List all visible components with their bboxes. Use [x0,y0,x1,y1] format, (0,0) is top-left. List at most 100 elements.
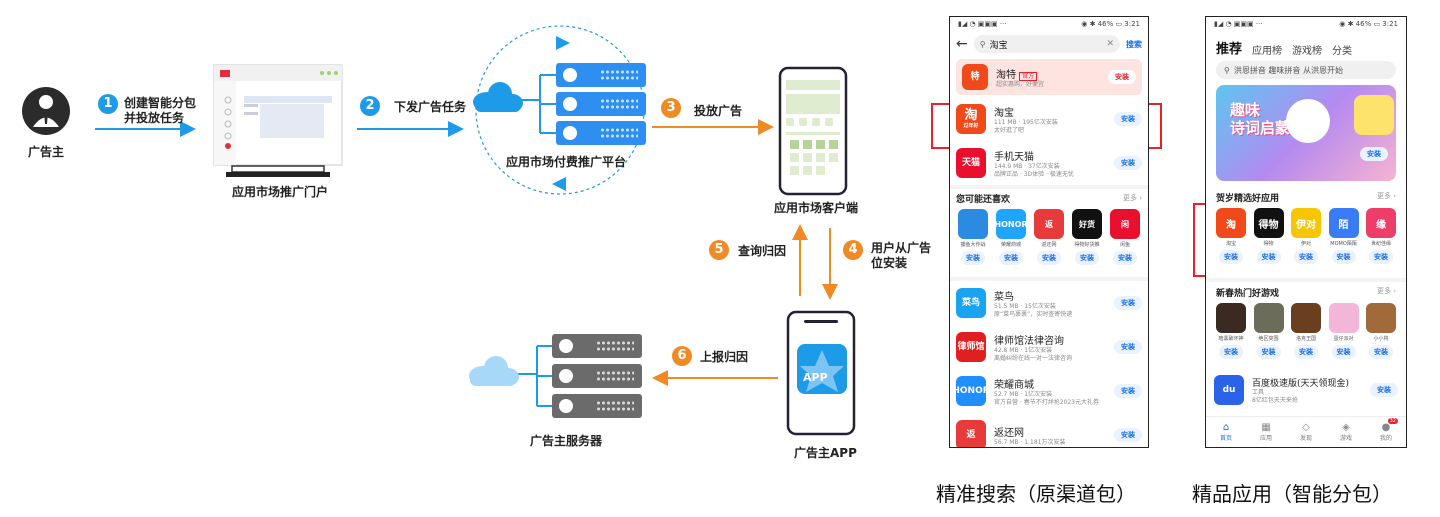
nav-icon: ⌂ [1222,422,1230,433]
status-left: ▮◢ ◔ ▣▣▣ ··· [1214,20,1263,28]
grid-app-name: 返还网 [1041,242,1057,248]
platform-label: 应用市场付费推广平台 [506,155,627,169]
section-header: 您可能还喜欢 更多 › [950,189,1148,207]
result-row-tmall[interactable]: 天猫 手机天猫 144.9 MB · 37亿次安装 品牌正品 · 3D体验 · … [950,141,1148,185]
app-icon: 伊对 [1291,208,1321,238]
portal-monitor-icon [213,64,343,177]
install-button[interactable]: 安装 [1114,296,1142,310]
app-item[interactable]: 缘世纪佳缘安装 [1364,206,1398,278]
step-4-badge: 4 [843,240,863,260]
app-name: 暗黑破坏神 [1218,336,1244,342]
feature-app-row[interactable]: du 百度极速版(天天领现金) 工具 8亿红包天天来抢 安装 [1206,371,1406,409]
result-name: 淘宝 [994,107,1014,119]
step-6-text: 上报归因 [700,350,749,364]
search-button[interactable]: 搜索 [1126,39,1142,49]
platform-server-3 [556,121,646,145]
section-more-link[interactable]: 更多 › [1376,287,1396,295]
tab-2[interactable]: 游戏榜 [1292,46,1323,57]
app-item[interactable]: 暗黑破坏神安装 [1214,301,1248,371]
install-button[interactable]: 安装 [1114,156,1142,170]
client-phone-icon [778,66,848,196]
caption-precise-search: 精准搜索（原渠道包） [936,482,1136,506]
install-button[interactable]: 安装 [1114,112,1142,126]
app-name: 世纪佳缘 [1370,241,1391,247]
grid-app-item[interactable]: 返返还网安装 [1032,209,1066,275]
portal-label: 应用市场推广门户 [232,185,329,199]
status-left: ▮◢ ◔ ▣▣▣ ··· [958,20,1007,28]
install-button[interactable]: 安装 [1219,345,1243,359]
server-tree [512,345,552,407]
search-box[interactable]: ⚲ 洪恩拼音 趣味拼音 从洪恩开始 [1216,61,1396,79]
install-button[interactable]: 安装 [1294,345,1318,359]
top-app-install-button[interactable]: 安装 [1108,70,1136,84]
install-button[interactable]: 安装 [1037,251,1061,265]
app-icon-text: APP [803,371,828,384]
tab-1[interactable]: 应用榜 [1252,46,1283,57]
install-button[interactable]: 安装 [1219,250,1243,264]
section-header: 新春热门好游戏 更多 › [1206,282,1406,301]
app-name: 小小将 [1373,336,1389,342]
result-desc: 太好逛了吧 [994,126,1025,134]
app-item[interactable]: 洛克王国安装 [1289,301,1323,371]
top-app-tag: 官方 [1019,71,1038,81]
banner-install-button[interactable]: 安装 [1360,147,1388,161]
grid-app-item[interactable]: 好货得物好货推安装 [1070,209,1104,275]
search-box[interactable]: ⚲ 淘宝 ✕ [973,35,1120,53]
nav-item-2[interactable]: ◇ 发现 [1300,422,1312,442]
install-button[interactable]: 安装 [1294,250,1318,264]
install-button[interactable]: 安装 [961,251,985,265]
install-button[interactable]: 安装 [1331,345,1356,359]
section-more-link[interactable]: 更多 › [1122,194,1142,202]
app-item[interactable]: 得物得物安装 [1252,206,1286,278]
app-item[interactable]: 淘淘宝安装 [1214,206,1248,278]
platform-tree [510,74,556,134]
install-button[interactable]: 安装 [1370,383,1398,397]
advertiser-server-3 [552,394,642,418]
advertiser-server-1 [552,334,642,358]
tmall-app-icon: 天猫 [956,148,986,178]
nav-icon: ◇ [1302,422,1310,433]
caption-boutique-apps: 精品应用（智能分包） [1192,482,1392,506]
feature-desc: 8亿红包天天来抢 [1252,396,1298,404]
app-item[interactable]: 蛋仔派对安装 [1327,301,1361,371]
install-button[interactable]: 安装 [999,251,1023,265]
back-arrow-icon[interactable]: ← [956,36,968,52]
result-meta: 56.7 MB · 1.181万次安装 [994,438,1066,446]
install-button[interactable]: 安装 [1369,345,1393,359]
tab-0[interactable]: 推荐 [1216,42,1243,57]
grid-app-item[interactable]: 闲闲鱼安装 [1108,209,1142,275]
install-button[interactable]: 安装 [1114,384,1142,398]
clear-icon[interactable]: ✕ [1106,39,1114,49]
app-icon: 淘 [1216,208,1246,238]
app-item[interactable]: 伊对伊对安装 [1289,206,1323,278]
nav-item-1[interactable]: ▦应用 [1260,422,1272,442]
nav-label: 应用 [1259,435,1272,442]
install-button[interactable]: 安装 [1114,340,1142,354]
grid-app-item[interactable]: 捕鱼大作战安装 [956,209,990,275]
install-button[interactable]: 安装 [1075,251,1099,265]
install-button[interactable]: 安装 [1331,250,1356,264]
section-more-link[interactable]: 更多 › [1376,192,1396,200]
nav-label: 发现 [1299,435,1312,442]
install-button[interactable]: 安装 [1114,428,1142,442]
panda-icon [1286,99,1330,143]
result-row-taobao[interactable]: 淘 过年好 淘宝 111 MB · 195亿次安装 太好逛了吧 安装 [950,97,1148,141]
install-button[interactable]: 安装 [1369,250,1393,264]
install-button[interactable]: 安装 [1256,250,1281,264]
nav-item-3[interactable]: ◈游戏 [1340,422,1352,442]
app-item[interactable]: 小小将安装 [1364,301,1398,371]
install-button[interactable]: 安装 [1113,251,1137,265]
promo-banner[interactable]: 趣味 诗词启蒙 安装 [1216,85,1396,181]
tab-3[interactable]: 分类 [1332,46,1353,57]
app-item[interactable]: 绝区突围安装 [1252,301,1286,371]
top-promoted-app[interactable]: 特 淘特 官方 超实惠购，好便宜 安装 [956,59,1142,95]
install-button[interactable]: 安装 [1256,345,1281,359]
nav-item-0[interactable]: ⌂首页 [1220,422,1232,442]
